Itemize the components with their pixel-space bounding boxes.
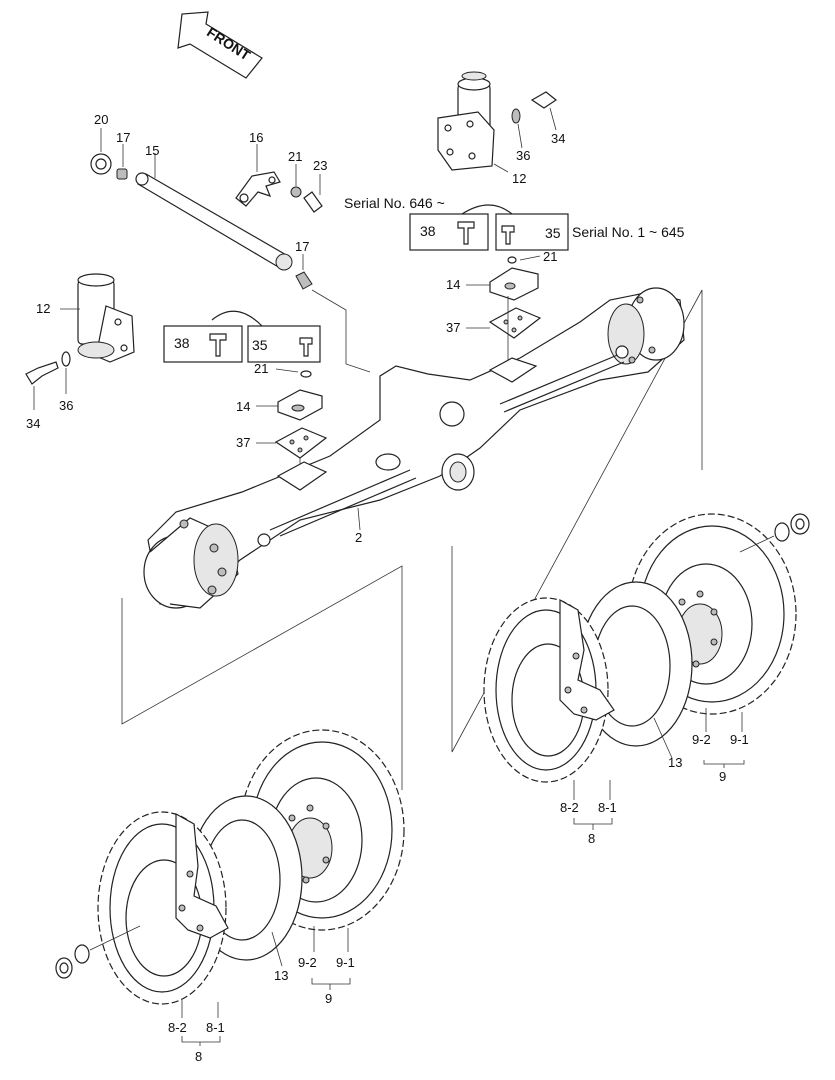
grease-nipple-17-lower [295,254,313,290]
callout-8-left: 8 [195,1049,202,1064]
callout-8-1-right: 8-1 [598,800,617,815]
callout-15: 15 [145,143,159,158]
callout-35-left: 35 [252,337,268,353]
bolt-34-right [530,91,558,131]
callout-16: 16 [249,130,263,145]
callout-23: 23 [313,158,327,173]
callout-12-left: 12 [36,301,50,316]
serial-646-arc [461,204,513,215]
callout-21-left: 21 [254,361,268,376]
callout-35-right: 35 [545,225,561,241]
callout-9-2-right: 9-2 [692,732,711,747]
wheel-group-left [55,729,405,1046]
callout-36-right: 36 [516,148,530,163]
callout-37-right: 37 [446,320,460,335]
steering-cylinder-12-right [437,71,509,173]
callout-14-left: 14 [236,399,250,414]
pin-15 [135,153,293,271]
callout-21-upper: 21 [288,149,302,164]
wheel-group-right [483,513,810,830]
callout-12-right: 12 [512,171,526,186]
grease-nipple-17-upper [116,144,128,180]
clamp-plate-14-left [256,368,323,421]
callout-9-1-left: 9-1 [336,955,355,970]
callout-13-left: 13 [274,968,288,983]
front-arrow: FRONT [177,11,263,79]
callout-9-1-right: 9-1 [730,732,749,747]
serial-note-646: Serial No. 646 ~ [344,195,445,211]
callout-8-1-left: 8-1 [206,1020,225,1035]
callout-17-upper: 17 [116,130,130,145]
pad-plate-37-right [466,307,542,339]
callout-9-2-left: 9-2 [298,955,317,970]
box-38-35-right [409,213,569,251]
serial-note-1-645: Serial No. 1 ~ 645 [572,224,685,240]
callout-38-left: 38 [174,335,190,351]
callout-labels: 20 17 15 16 21 23 17 12 36 34 12 36 34 S… [26,112,749,1064]
clamp-plate-14-right [466,255,541,301]
serial-646-arc-left [211,310,263,327]
washer-21-upper [290,164,302,198]
bolt-23 [303,174,323,213]
bolt-34-left [25,361,59,410]
callout-17-lower: 17 [295,239,309,254]
callout-21-right: 21 [543,249,557,264]
callout-14-right: 14 [446,277,460,292]
axle-housing-2 [143,287,685,609]
callout-36-left: 36 [59,398,73,413]
callout-8-2-right: 8-2 [560,800,579,815]
callout-37-left: 37 [236,435,250,450]
box-38-35-left [163,325,321,363]
callout-2: 2 [355,530,362,545]
callout-9-left: 9 [325,991,332,1006]
washer-36-right [511,108,523,149]
callout-38-right: 38 [420,223,436,239]
callout-34-right: 34 [551,131,565,146]
callout-20: 20 [94,112,108,127]
callout-13-right: 13 [668,755,682,770]
steering-cylinder-12-left [60,273,135,363]
washer-20 [90,128,112,175]
callout-9-right: 9 [719,769,726,784]
callout-34-left: 34 [26,416,40,431]
pad-plate-37-left [256,427,328,459]
washer-36-left [61,351,71,394]
callout-8-right: 8 [588,831,595,846]
bracket-16 [235,144,281,207]
callout-8-2-left: 8-2 [168,1020,187,1035]
